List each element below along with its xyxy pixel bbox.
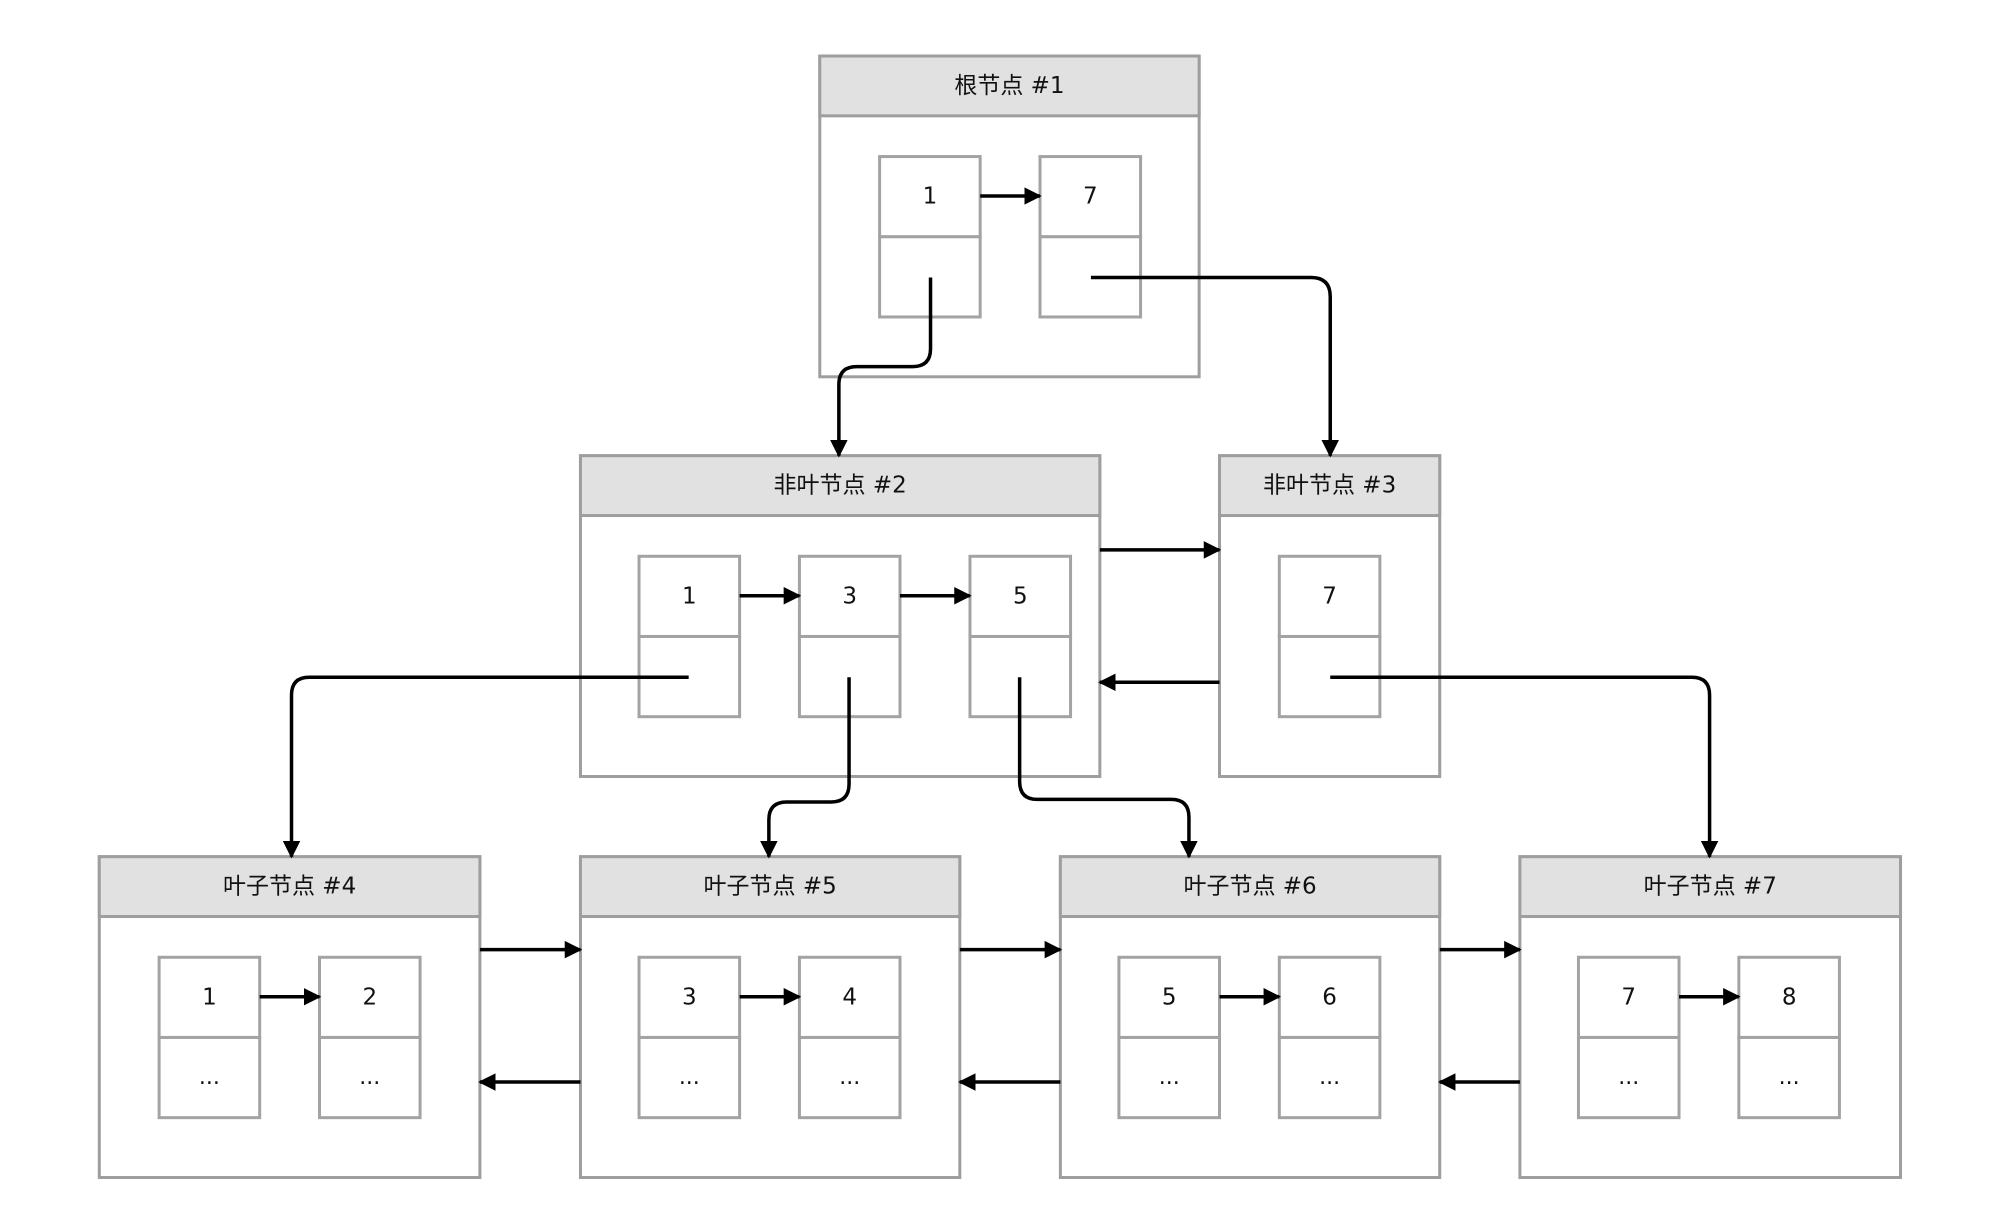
- pointer-cell: [1038, 235, 1143, 319]
- key-value: 7: [1083, 184, 1098, 210]
- node-header: [818, 54, 1201, 118]
- pointer-value: ...: [359, 1065, 380, 1090]
- pointer-cell: [1117, 1035, 1221, 1120]
- key-entry: 1: [637, 554, 742, 719]
- key-entry: 2...: [318, 955, 422, 1120]
- pointer-cell: [1737, 1035, 1841, 1120]
- pointer-cell: [1277, 1035, 1382, 1120]
- key-value: 7: [1621, 984, 1636, 1010]
- node-title: 叶子节点 #5: [704, 874, 837, 900]
- key-entry: 1...: [157, 955, 262, 1120]
- key-value: 1: [923, 184, 938, 210]
- node-header: [1217, 454, 1442, 518]
- node-title: 叶子节点 #4: [223, 874, 356, 900]
- tree-node-n3: 非叶节点 #3 7: [1217, 454, 1442, 779]
- key-cell: [1737, 955, 1841, 1039]
- node-title: 叶子节点 #6: [1183, 874, 1316, 900]
- tree-node-n5: 叶子节点 #53...4...: [578, 855, 962, 1179]
- key-entry: 4...: [797, 955, 902, 1120]
- node-header: [1058, 855, 1442, 919]
- pointer-value: ...: [199, 1065, 220, 1090]
- key-entry: 6...: [1277, 955, 1382, 1120]
- child-arrow: [1090, 275, 1339, 458]
- tree-node-n7: 叶子节点 #77...8...: [1518, 855, 1903, 1179]
- child-arrow: [1330, 675, 1719, 859]
- tree-node-n4: 叶子节点 #41...2...: [97, 855, 482, 1179]
- edge-layer: [259, 187, 1741, 1091]
- node-title: 非叶节点 #2: [774, 473, 907, 499]
- key-cell: [157, 955, 262, 1039]
- key-value: 4: [842, 984, 857, 1010]
- key-entry: 5...: [1117, 955, 1221, 1120]
- key-cell: [637, 554, 742, 638]
- key-value: 8: [1782, 984, 1797, 1010]
- node-header: [578, 855, 962, 919]
- child-arrow: [760, 677, 851, 859]
- key-entry: 8...: [1737, 955, 1841, 1120]
- key-cell: [797, 554, 902, 638]
- key-entry: 7...: [1576, 955, 1681, 1120]
- pointer-value: ...: [1319, 1065, 1340, 1090]
- key-value: 1: [682, 583, 697, 609]
- pointer-cell: [797, 1035, 902, 1120]
- child-arrow: [1017, 677, 1198, 859]
- key-value: 2: [362, 984, 377, 1010]
- pointer-cell: [637, 1035, 742, 1120]
- key-value: 7: [1322, 583, 1337, 609]
- tree-node-n6: 叶子节点 #65...6...: [1058, 855, 1442, 1179]
- key-entry: 3: [797, 554, 902, 719]
- pointer-value: ...: [1779, 1065, 1800, 1090]
- pointer-cell: [318, 1035, 422, 1120]
- key-entry: 7: [1277, 554, 1382, 719]
- key-entry: 5: [968, 554, 1073, 719]
- node-title: 根节点 #1: [954, 73, 1064, 99]
- node-header: [578, 454, 1102, 518]
- key-value: 6: [1322, 984, 1337, 1010]
- key-value: 5: [1013, 583, 1028, 609]
- pointer-value: ...: [1618, 1065, 1639, 1090]
- key-value: 1: [202, 984, 217, 1010]
- child-arrow: [282, 675, 689, 859]
- key-value: 5: [1162, 984, 1177, 1010]
- key-entry: 3...: [637, 955, 742, 1120]
- pointer-value: ...: [1159, 1065, 1180, 1090]
- pointer-value: ...: [679, 1065, 700, 1090]
- node-header: [97, 855, 482, 919]
- tree-node-n1: 根节点 #1 1 7: [818, 54, 1201, 379]
- child-arrow: [830, 277, 933, 458]
- key-entry: 7: [1038, 155, 1143, 319]
- key-value: 3: [682, 984, 697, 1010]
- key-cell: [1277, 554, 1382, 638]
- key-value: 3: [842, 583, 857, 609]
- pointer-cell: [1576, 1035, 1681, 1120]
- node-title: 叶子节点 #7: [1644, 874, 1777, 900]
- pointer-cell: [157, 1035, 262, 1120]
- node-title: 非叶节点 #3: [1263, 473, 1396, 499]
- pointer-value: ...: [839, 1065, 860, 1090]
- tree-node-n2: 非叶节点 #2 1 3 5: [578, 454, 1102, 779]
